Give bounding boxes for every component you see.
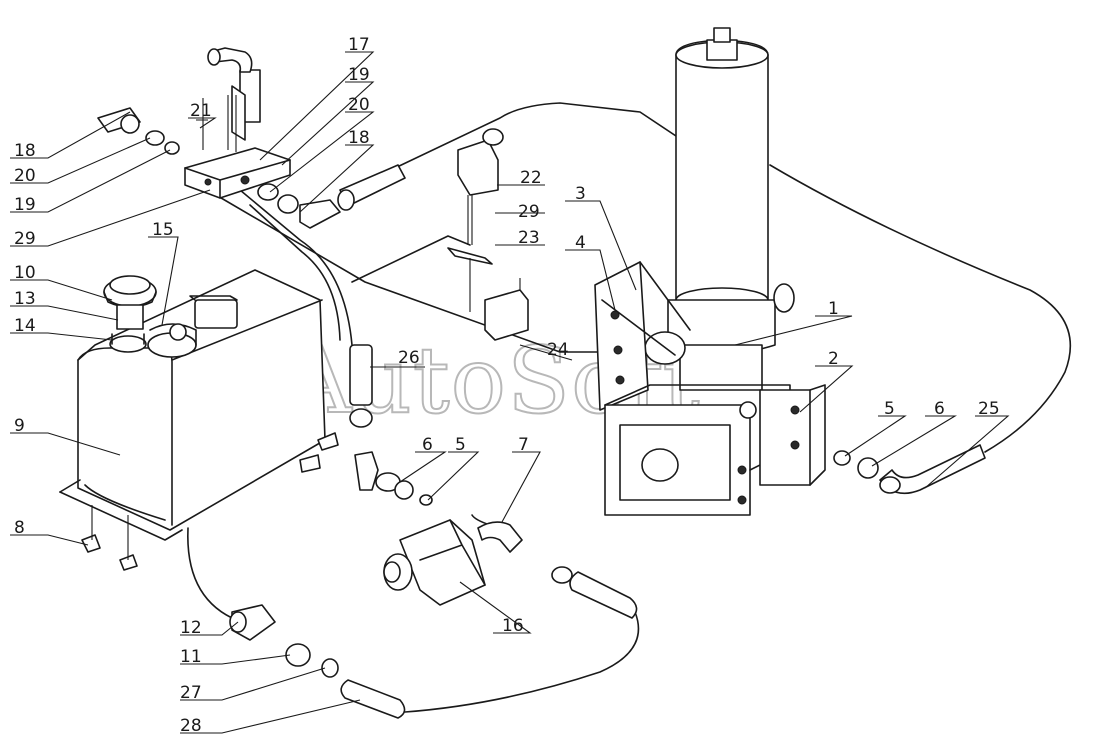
gear-pump xyxy=(383,519,486,606)
limit-switch-assembly xyxy=(447,128,529,341)
label-6-right: 6 xyxy=(934,399,945,419)
label-5-right: 5 xyxy=(884,399,895,419)
hose-lines xyxy=(187,102,1072,713)
cylinder-mounting-bracket xyxy=(594,261,826,516)
label-26: 26 xyxy=(398,348,420,368)
label-13: 13 xyxy=(14,289,36,309)
label-7: 7 xyxy=(518,435,529,455)
label-4: 4 xyxy=(575,233,586,253)
label-18-right: 18 xyxy=(348,128,370,148)
label-15: 15 xyxy=(152,220,174,240)
label-2: 2 xyxy=(828,349,839,369)
label-17: 17 xyxy=(348,35,370,55)
label-12: 12 xyxy=(180,618,202,638)
label-6-left: 6 xyxy=(422,435,433,455)
oil-tank xyxy=(59,269,339,571)
label-27: 27 xyxy=(180,683,202,703)
label-23: 23 xyxy=(518,228,540,248)
label-1: 1 xyxy=(828,299,839,319)
label-21: 21 xyxy=(190,101,212,121)
suction-filter-assembly xyxy=(229,604,406,719)
label-18-left: 18 xyxy=(14,141,36,161)
label-8: 8 xyxy=(14,518,25,538)
cylinder-inlet-fittings xyxy=(833,444,986,495)
label-29-left: 29 xyxy=(14,229,36,249)
label-24: 24 xyxy=(547,340,569,360)
filler-cap xyxy=(103,275,157,353)
label-9: 9 xyxy=(14,416,25,436)
label-29-right: 29 xyxy=(518,202,540,222)
label-19-left: 19 xyxy=(14,195,36,215)
label-5-left: 5 xyxy=(455,435,466,455)
label-22: 22 xyxy=(520,168,542,188)
label-10: 10 xyxy=(14,263,36,283)
part-labels: 18 20 19 29 10 13 14 9 8 15 21 17 19 20 … xyxy=(14,35,1000,736)
label-19-right: 19 xyxy=(348,65,370,85)
label-28: 28 xyxy=(180,716,202,736)
label-20-left: 20 xyxy=(14,166,36,186)
high-pressure-hose xyxy=(349,344,373,428)
label-20-right: 20 xyxy=(348,95,370,115)
label-25: 25 xyxy=(978,399,1000,419)
pump-outlet-fittings xyxy=(354,451,433,506)
control-valve-block xyxy=(97,47,406,229)
label-11: 11 xyxy=(180,647,202,667)
return-filter xyxy=(147,295,238,358)
suction-elbow-and-hose xyxy=(477,521,638,619)
leader-lines xyxy=(10,51,1010,734)
label-3: 3 xyxy=(575,184,586,204)
label-16: 16 xyxy=(502,616,524,636)
label-14: 14 xyxy=(14,316,36,336)
